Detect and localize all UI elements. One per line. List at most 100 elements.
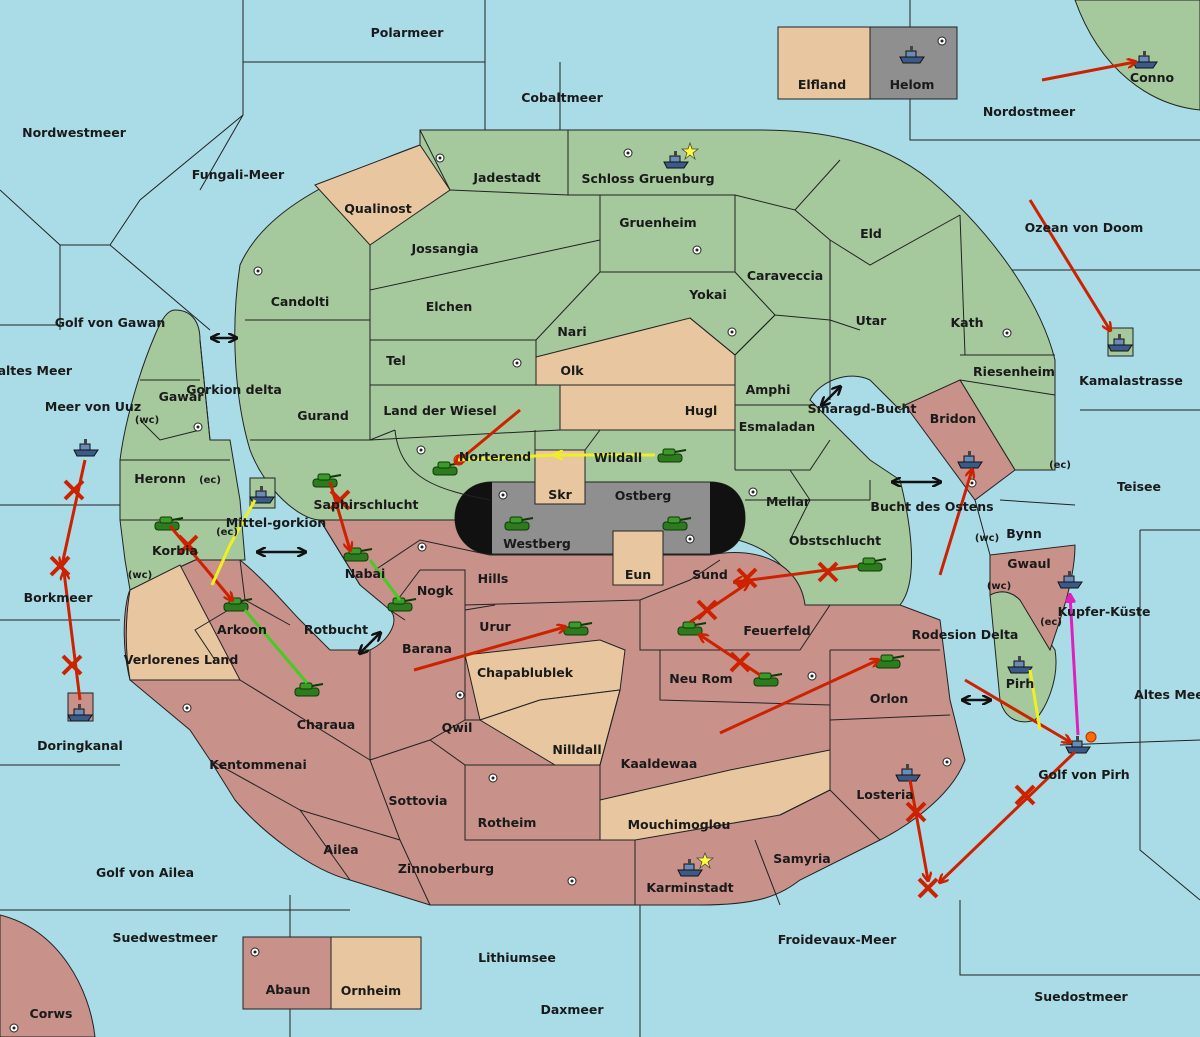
province-label: Verlorenes Land	[124, 652, 239, 667]
province-label: Barana	[402, 641, 452, 656]
province-label: Wildall	[594, 450, 642, 465]
supply-centre-icon	[685, 534, 695, 544]
province-gwaul[interactable]	[989, 544, 1076, 652]
province-label: Kaaldewaa	[621, 756, 698, 771]
sea-label: Bucht des Ostens	[870, 499, 993, 514]
sea-label: Teisee	[1117, 479, 1161, 494]
sea-label: Rotbucht	[304, 622, 368, 637]
province-label: Charaua	[297, 717, 355, 732]
sea-label: Kamalastrasse	[1079, 373, 1183, 388]
province-ornheim[interactable]	[330, 936, 422, 1010]
coast-tag: (wc)	[975, 533, 999, 544]
supply-centre-icon	[498, 490, 508, 500]
province-label: Qualinost	[344, 201, 411, 216]
province-label: Qwil	[442, 720, 473, 735]
province-label: Bridon	[930, 411, 976, 426]
province-label: Jossangia	[410, 241, 478, 256]
province-elfland[interactable]	[777, 26, 871, 100]
supply-centre-icon	[488, 773, 498, 783]
province-label: Samyria	[773, 851, 831, 866]
province-label: Ostberg	[615, 488, 672, 503]
capital-star-icon	[680, 141, 700, 161]
province-label: Feuerfeld	[743, 623, 810, 638]
supply-centre-icon	[1002, 328, 1012, 338]
province-verlorenes-land[interactable]	[125, 564, 241, 681]
sea-label: Smaragd-Bucht	[808, 401, 917, 416]
sea-label: Suedwestmeer	[113, 930, 219, 945]
adjacency-arrows	[212, 338, 990, 700]
sea-label: Golf von Ailea	[96, 865, 194, 880]
province-label: Utar	[856, 313, 888, 328]
supply-centre-icon	[9, 1023, 19, 1033]
coast-tag: (ec)	[1040, 617, 1062, 628]
province-label: Olk	[560, 363, 584, 378]
supply-centre-icon	[567, 876, 577, 886]
sea-label: Polarmeer	[371, 25, 445, 40]
sea-labels: Polarmeer Cobaltmeer Nordwestmeer Fungal…	[0, 25, 1200, 1017]
coast-tag: (ec)	[216, 527, 238, 538]
province-label: Gwaul	[1007, 556, 1050, 571]
province-label: Bynn	[1006, 526, 1041, 541]
province-label: Obstschlucht	[789, 533, 881, 548]
supply-centre-icon	[250, 947, 260, 957]
province-labels: Elfland Helom Conno Jadestadt Schloss Gr…	[30, 70, 1175, 1021]
province-label: Skr	[548, 487, 572, 502]
sea-label: Kupfer-Küste	[1058, 604, 1151, 619]
sea-label: Rodesion Delta	[912, 627, 1019, 642]
province-label: Norterend	[459, 449, 531, 464]
province-label: Gawar	[159, 389, 205, 404]
supply-centre-icon	[807, 671, 817, 681]
sea-label: Mittel-gorkion	[226, 515, 326, 530]
supply-centre-icon	[692, 245, 702, 255]
support-orders	[210, 455, 1080, 736]
sea-label: Froidevaux-Meer	[778, 932, 897, 947]
province-label: Schloss Gruenburg	[581, 171, 714, 186]
supply-centre-icon	[435, 153, 445, 163]
province-label: Abaun	[266, 982, 311, 997]
supply-centre-icon	[748, 487, 758, 497]
province-label: Zinnoberburg	[398, 861, 494, 876]
sea-label: Meer von Uuz	[45, 399, 141, 414]
province-label: Candolti	[271, 294, 330, 309]
central-grey-region	[454, 481, 746, 555]
province-label-verlorenes-land: Verlorenes Land	[124, 652, 239, 667]
province-label: Westberg	[503, 536, 571, 551]
sea-label-golf-von-gawan: Golf von Gawan	[55, 315, 166, 330]
sea-label: Cobaltmeer	[521, 90, 603, 105]
supply-centre-icon	[512, 358, 522, 368]
province-label: Sottovia	[389, 793, 448, 808]
province-label: Saphirschlucht	[314, 497, 419, 512]
province-label: Helom	[890, 77, 935, 92]
coast-tags: (wc) (ec) (ec) (wc) (ec) (wc) (wc) (ec)	[128, 415, 1071, 628]
province-label: Amphi	[746, 382, 791, 397]
province-skr[interactable]	[534, 449, 586, 505]
supply-centre-icon	[193, 422, 203, 432]
province-label: Urur	[479, 619, 511, 634]
province-label: Elchen	[426, 299, 473, 314]
province-borders	[120, 129, 1076, 906]
supply-centre-icon	[727, 327, 737, 337]
province-label: Kentommenai	[209, 757, 307, 772]
supply-centre-icon	[253, 266, 263, 276]
province-label: Esmaladan	[739, 419, 815, 434]
province-label: Nilldall	[552, 742, 601, 757]
coast-tag: (wc)	[128, 570, 152, 581]
supply-centre-icon	[937, 36, 947, 46]
province-label: Rotheim	[478, 815, 537, 830]
sea-label: Borkmeer	[24, 590, 94, 605]
province-label: Kath	[951, 315, 984, 330]
province-label: Nabai	[345, 566, 386, 581]
province-eun[interactable]	[612, 530, 664, 586]
central-black-ends	[455, 482, 745, 554]
sea-label: Nordostmeer	[983, 104, 1076, 119]
sea-label: Daxmeer	[540, 1002, 604, 1017]
province-label: Neu Rom	[669, 671, 732, 686]
province-label: Elfland	[798, 77, 846, 92]
province-label: Land der Wiesel	[383, 403, 496, 418]
province-label: Karminstadt	[646, 880, 733, 895]
province-label: Hugl	[685, 403, 718, 418]
coast-tag: (wc)	[987, 581, 1011, 592]
province-label: Pirh	[1006, 676, 1035, 691]
province-label: Gruenheim	[619, 215, 696, 230]
